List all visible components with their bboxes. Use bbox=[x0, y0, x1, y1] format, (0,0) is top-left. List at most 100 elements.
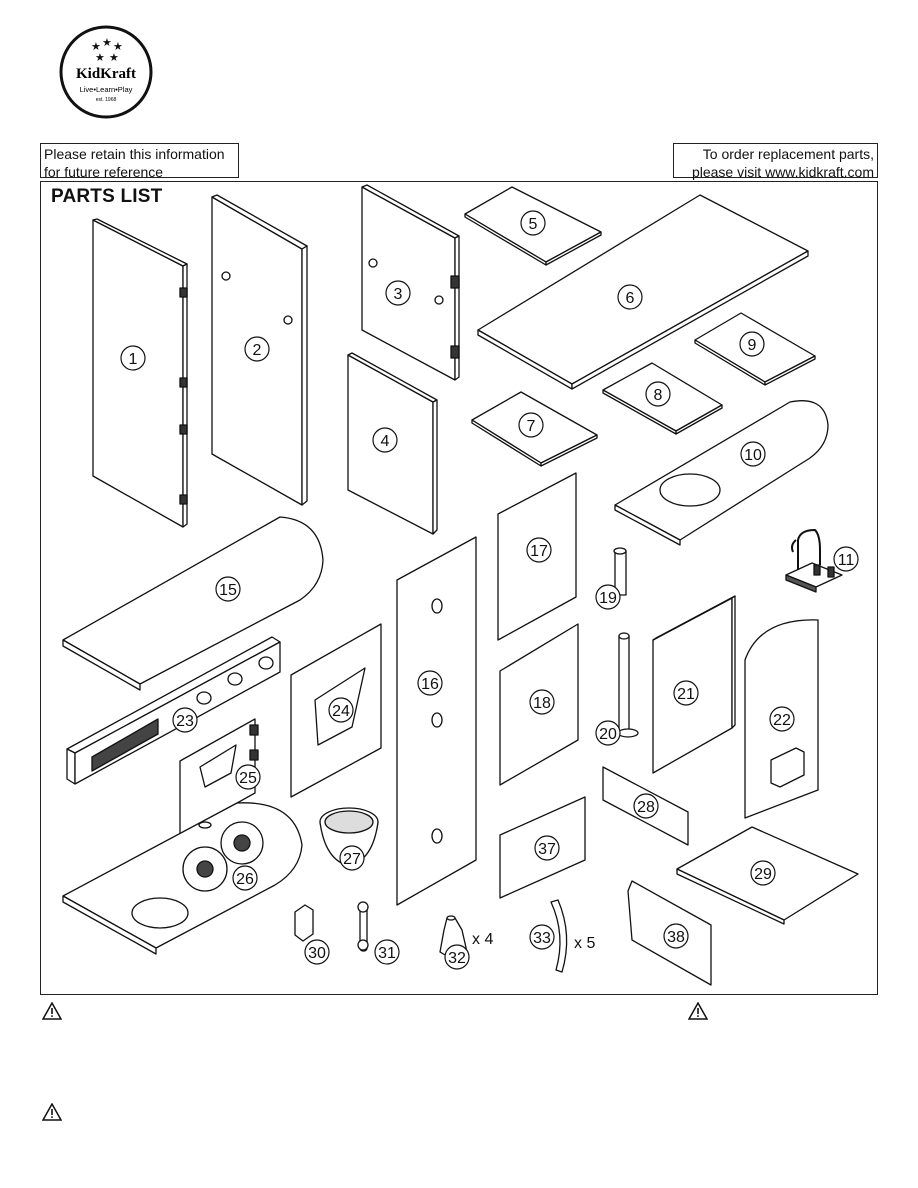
retain-line-2: for future reference bbox=[44, 164, 164, 180]
svg-text:24: 24 bbox=[332, 703, 350, 720]
part-label-38: 38 bbox=[663, 923, 689, 949]
svg-text:37: 37 bbox=[538, 841, 556, 858]
svg-text:★: ★ bbox=[95, 51, 105, 64]
svg-text:★: ★ bbox=[109, 51, 119, 64]
part-label-23: 23 bbox=[172, 707, 198, 733]
part-label-27: 27 bbox=[339, 845, 365, 871]
svg-text:8: 8 bbox=[654, 387, 663, 404]
svg-text:★: ★ bbox=[102, 36, 112, 49]
svg-text:3: 3 bbox=[394, 286, 403, 303]
svg-text:15: 15 bbox=[219, 582, 237, 599]
part-label-9: 9 bbox=[739, 331, 765, 357]
part-label-30: 30 bbox=[304, 939, 330, 965]
part-label-29: 29 bbox=[750, 860, 776, 886]
svg-text:20: 20 bbox=[599, 726, 617, 743]
svg-text:17: 17 bbox=[530, 543, 548, 560]
part-3-door-panel bbox=[361, 184, 460, 381]
part-label-32: 32 bbox=[444, 944, 470, 970]
part-6-long-board bbox=[477, 194, 809, 390]
svg-text:29: 29 bbox=[754, 866, 772, 883]
part-label-10: 10 bbox=[740, 441, 766, 467]
part-label-3: 3 bbox=[385, 280, 411, 306]
warning-triangle-icon bbox=[688, 1002, 708, 1020]
kidkraft-logo: ★ ★ ★ ★ ★ KidKraft Live•Learn•Play est. … bbox=[58, 24, 154, 120]
svg-text:7: 7 bbox=[527, 418, 536, 435]
part-26-stovetop bbox=[62, 802, 303, 955]
part-33-handle bbox=[550, 899, 568, 973]
part-30-hook bbox=[294, 904, 314, 942]
svg-text:30: 30 bbox=[308, 945, 326, 962]
part-11-faucet bbox=[785, 529, 843, 593]
part-10-sink-counter bbox=[614, 400, 829, 546]
svg-text:31: 31 bbox=[378, 945, 396, 962]
order-info-box: To order replacement parts, please visit… bbox=[673, 143, 878, 180]
part-label-22: 22 bbox=[769, 706, 795, 732]
part-label-25: 25 bbox=[235, 764, 261, 790]
svg-text:25: 25 bbox=[239, 770, 257, 787]
svg-text:32: 32 bbox=[448, 950, 466, 967]
svg-text:27: 27 bbox=[343, 851, 361, 868]
svg-text:4: 4 bbox=[381, 433, 390, 450]
svg-text:★: ★ bbox=[113, 40, 123, 53]
part-label-7: 7 bbox=[518, 412, 544, 438]
part-label-16: 16 bbox=[417, 670, 443, 696]
part-label-31: 31 bbox=[374, 939, 400, 965]
svg-text:19: 19 bbox=[599, 590, 617, 607]
svg-text:18: 18 bbox=[533, 695, 551, 712]
part-27-bowl bbox=[319, 807, 379, 867]
part-label-17: 17 bbox=[526, 537, 552, 563]
part-label-6: 6 bbox=[617, 284, 643, 310]
svg-text:10: 10 bbox=[744, 447, 762, 464]
part-label-1: 1 bbox=[120, 345, 146, 371]
part-label-11: 11 bbox=[833, 546, 859, 572]
part-label-26: 26 bbox=[232, 865, 258, 891]
svg-text:5: 5 bbox=[529, 216, 538, 233]
part-label-18: 18 bbox=[529, 689, 555, 715]
warning-triangle-icon bbox=[42, 1103, 62, 1121]
svg-text:33: 33 bbox=[533, 930, 551, 947]
svg-text:23: 23 bbox=[176, 713, 194, 730]
svg-text:28: 28 bbox=[637, 799, 655, 816]
part-32-quantity: x 4 bbox=[472, 931, 493, 948]
part-label-2: 2 bbox=[244, 336, 270, 362]
svg-text:11: 11 bbox=[838, 552, 855, 569]
part-label-4: 4 bbox=[372, 427, 398, 453]
parts-list-frame bbox=[40, 181, 878, 995]
svg-text:26: 26 bbox=[236, 871, 254, 888]
svg-text:38: 38 bbox=[667, 929, 685, 946]
order-line-1: To order replacement parts, bbox=[702, 146, 874, 162]
part-label-24: 24 bbox=[328, 697, 354, 723]
svg-text:2: 2 bbox=[253, 342, 262, 359]
retain-info-box: Please retain this information for futur… bbox=[40, 143, 239, 180]
logo-name: KidKraft bbox=[76, 66, 136, 82]
svg-text:6: 6 bbox=[626, 290, 635, 307]
svg-text:21: 21 bbox=[677, 686, 695, 703]
part-number-labels: 1 2 3 4 5 6 7 8 9 10 11 15 16 17 18 19 2… bbox=[120, 210, 859, 970]
part-label-5: 5 bbox=[520, 210, 546, 236]
svg-text:★: ★ bbox=[91, 40, 101, 53]
svg-text:16: 16 bbox=[421, 676, 439, 693]
part-label-20: 20 bbox=[595, 720, 621, 746]
order-line-2: please visit www.kidkraft.com bbox=[691, 164, 874, 180]
part-label-28: 28 bbox=[633, 793, 659, 819]
part-label-15: 15 bbox=[215, 576, 241, 602]
warning-triangle-icon bbox=[42, 1002, 62, 1020]
svg-text:1: 1 bbox=[129, 351, 138, 368]
part-19-dowel bbox=[613, 547, 627, 596]
logo-stars-icon: ★ ★ ★ ★ ★ bbox=[91, 36, 123, 64]
retain-line-1: Please retain this information bbox=[44, 146, 225, 162]
part-label-33: 33 bbox=[529, 924, 555, 950]
parts-list-title: PARTS LIST bbox=[51, 186, 163, 207]
part-label-21: 21 bbox=[673, 680, 699, 706]
part-31-hinge bbox=[357, 901, 369, 952]
part-16-tall-board bbox=[396, 536, 477, 906]
part-25-door bbox=[179, 718, 259, 836]
part-label-8: 8 bbox=[645, 381, 671, 407]
logo-tagline: Live•Learn•Play bbox=[80, 85, 133, 94]
part-15-counter bbox=[62, 516, 324, 691]
part-33-quantity: x 5 bbox=[574, 935, 595, 952]
part-20-post bbox=[617, 632, 639, 738]
part-label-37: 37 bbox=[534, 835, 560, 861]
part-1-side-panel bbox=[92, 218, 188, 528]
